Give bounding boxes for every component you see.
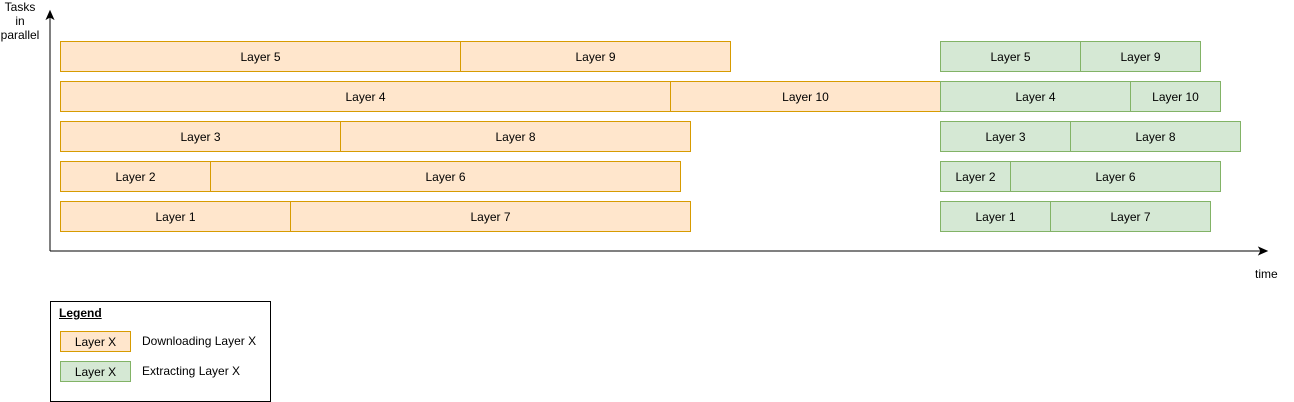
downloading-layer-1-bar: Layer 1: [60, 201, 291, 232]
extracting-layer-7-bar: Layer 7: [1050, 201, 1211, 232]
extracting-layer-9-bar: Layer 9: [1080, 41, 1201, 72]
downloading-layer-3-bar: Layer 3: [60, 121, 341, 152]
legend-title: Legend: [59, 306, 102, 320]
downloading-layer-2-bar: Layer 2: [60, 161, 211, 192]
extracting-layer-4-bar: Layer 4: [940, 81, 1131, 112]
downloading-layer-4-bar: Layer 4: [60, 81, 671, 112]
y-axis-arrowhead: [45, 9, 55, 21]
axes: [45, 9, 1269, 256]
downloading-layer-8-bar: Layer 8: [340, 121, 691, 152]
downloading-layer-6-bar: Layer 6: [210, 161, 681, 192]
extracting-layer-1-bar: Layer 1: [940, 201, 1051, 232]
y-axis-label-line-3: parallel: [0, 28, 40, 42]
y-axis-label: Tasks in parallel: [0, 0, 40, 42]
downloading-layer-5-bar: Layer 5: [60, 41, 461, 72]
legend-swatch-extracting: Layer X: [60, 361, 131, 382]
downloading-layer-9-bar: Layer 9: [460, 41, 731, 72]
extracting-layer-3-bar: Layer 3: [940, 121, 1071, 152]
legend-desc-extracting: Extracting Layer X: [142, 364, 241, 378]
extracting-layer-6-bar: Layer 6: [1010, 161, 1221, 192]
legend-swatch-downloading: Layer X: [60, 331, 131, 352]
downloading-layer-7-bar: Layer 7: [290, 201, 691, 232]
y-axis-label-line-2: in: [15, 14, 25, 28]
legend-desc-downloading: Downloading Layer X: [142, 334, 257, 348]
extracting-layer-5-bar: Layer 5: [940, 41, 1081, 72]
legend: Legend Layer X Downloading Layer X Layer…: [50, 301, 271, 402]
x-axis-label: time: [1255, 267, 1278, 281]
extracting-layer-2-bar: Layer 2: [940, 161, 1011, 192]
y-axis-label-line-1: Tasks: [4, 0, 36, 14]
extracting-layer-8-bar: Layer 8: [1070, 121, 1241, 152]
x-axis-arrowhead: [1257, 246, 1269, 256]
extracting-layer-10-bar: Layer 10: [1130, 81, 1221, 112]
downloading-layer-10-bar: Layer 10: [670, 81, 941, 112]
